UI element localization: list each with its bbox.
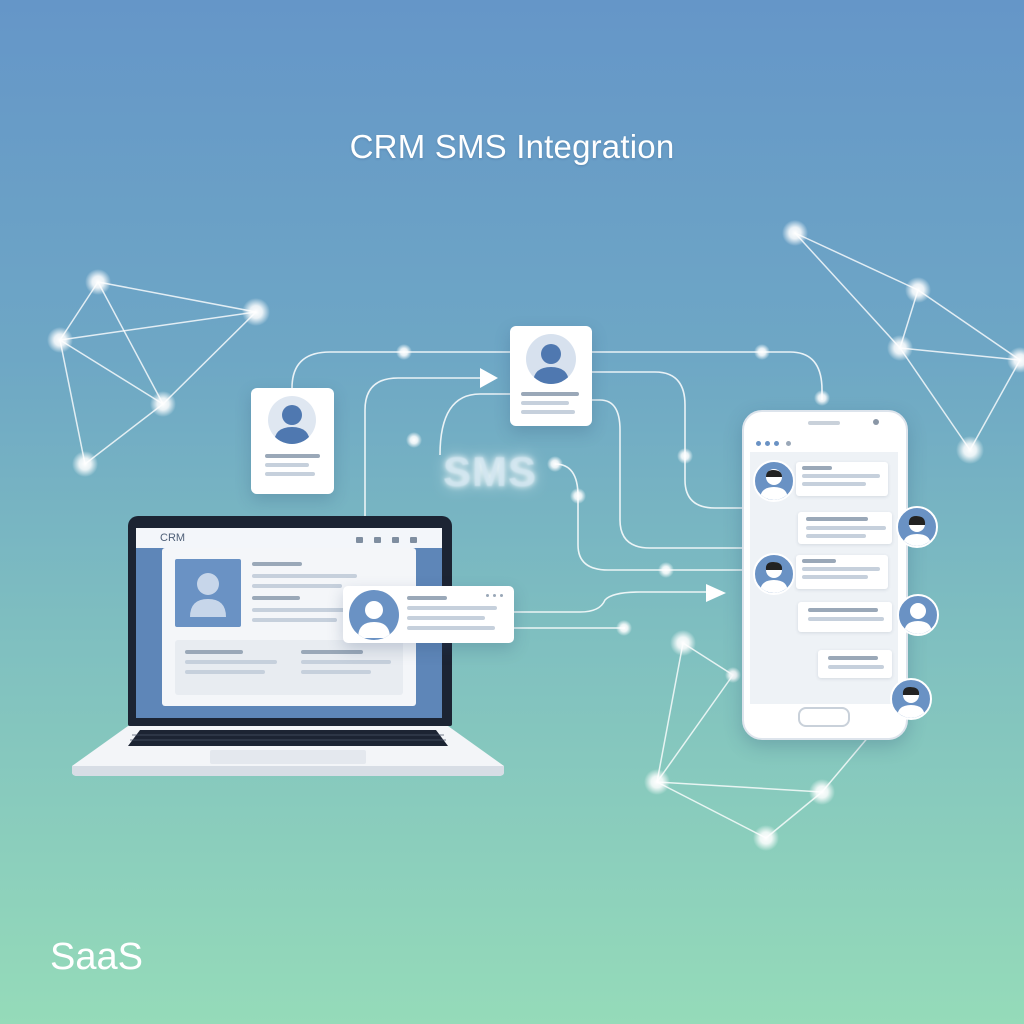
phone-camera [873,419,879,425]
chat-message-incoming [796,555,888,589]
sms-label: SMS [442,448,537,495]
crm-notes-panel [175,640,403,695]
contact-card-left [251,388,334,494]
crm-app-header [136,528,442,548]
contact-popup-card [343,586,514,643]
crm-detail-lines [252,560,402,630]
arrow-right-icon [706,584,726,602]
person-avatar-icon [190,573,226,617]
person-avatar-icon [753,460,795,502]
person-avatar-icon [349,590,399,640]
crm-app-label: CRM [160,532,186,544]
person-avatar-icon [526,334,576,384]
person-avatar-icon [897,594,939,636]
chat-message-incoming [796,462,888,496]
chat-message-outgoing [798,602,892,632]
person-avatar-icon [896,506,938,548]
brand-label: SaaS [50,936,143,978]
chat-message-outgoing [798,512,892,544]
chat-message-outgoing [818,650,892,678]
flow-connectors [291,351,823,629]
crm-avatar [175,559,241,627]
crm-header-icons [354,535,434,545]
person-avatar-icon [268,396,316,444]
page-title: CRM SMS Integration [349,128,675,165]
person-avatar-icon [890,678,932,720]
contact-card-top [510,326,592,426]
laptop-keyboard [72,726,504,776]
network-nodes [47,220,1024,851]
sms-app-header [750,434,898,452]
arrow-right-icon [480,368,498,388]
phone-speaker [808,421,840,425]
phone-home-button [798,707,850,727]
person-avatar-icon [753,553,795,595]
constellation-top-left [59,281,257,465]
